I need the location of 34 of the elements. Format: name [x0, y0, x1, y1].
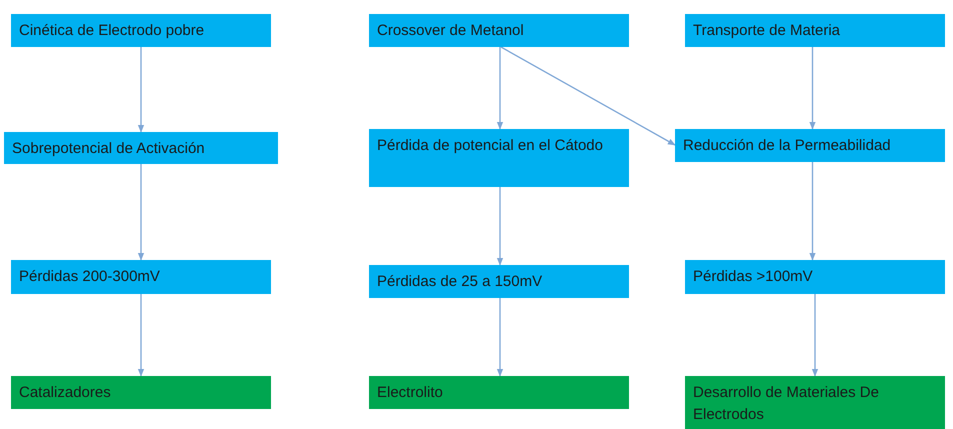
box-label: Desarrollo de Materiales De Electrodos [693, 383, 880, 425]
arrow [496, 47, 504, 130]
box-label: Crossover de Metanol [377, 21, 525, 41]
arrow [500, 46, 676, 146]
arrow [812, 294, 818, 377]
box-label: Cinética de Electrodo pobre [19, 21, 206, 41]
arrow [496, 187, 504, 266]
arrow [809, 47, 816, 130]
process-box [4, 132, 278, 164]
box-label: Pérdidas 200-300mV [19, 267, 161, 287]
box-label: Pérdida de potencial en el Cátodo [377, 136, 604, 156]
process-box [11, 14, 271, 47]
arrow [496, 298, 504, 377]
process-box [675, 129, 945, 162]
outcome-box [685, 376, 945, 429]
outcome-box [11, 376, 271, 409]
process-box [11, 260, 271, 294]
process-box [369, 265, 629, 298]
box-label: Pérdidas >100mV [693, 267, 814, 287]
box-label: Catalizadores [19, 383, 112, 403]
box-label: Pérdidas de 25 a 150mV [377, 272, 544, 292]
box-label: Sobrepotencial de Activación [12, 139, 206, 159]
box-label: Electrolito [377, 383, 444, 403]
box-label: Transporte de Materia [693, 21, 842, 41]
process-box [369, 129, 629, 187]
arrow [138, 164, 144, 261]
process-box [685, 14, 945, 47]
outcome-box [369, 376, 629, 409]
process-box [685, 260, 945, 294]
arrow [138, 47, 144, 133]
arrow [809, 162, 816, 261]
arrow [138, 294, 144, 377]
process-box [369, 14, 629, 47]
box-label: Reducción de la Permeabilidad [683, 136, 892, 156]
